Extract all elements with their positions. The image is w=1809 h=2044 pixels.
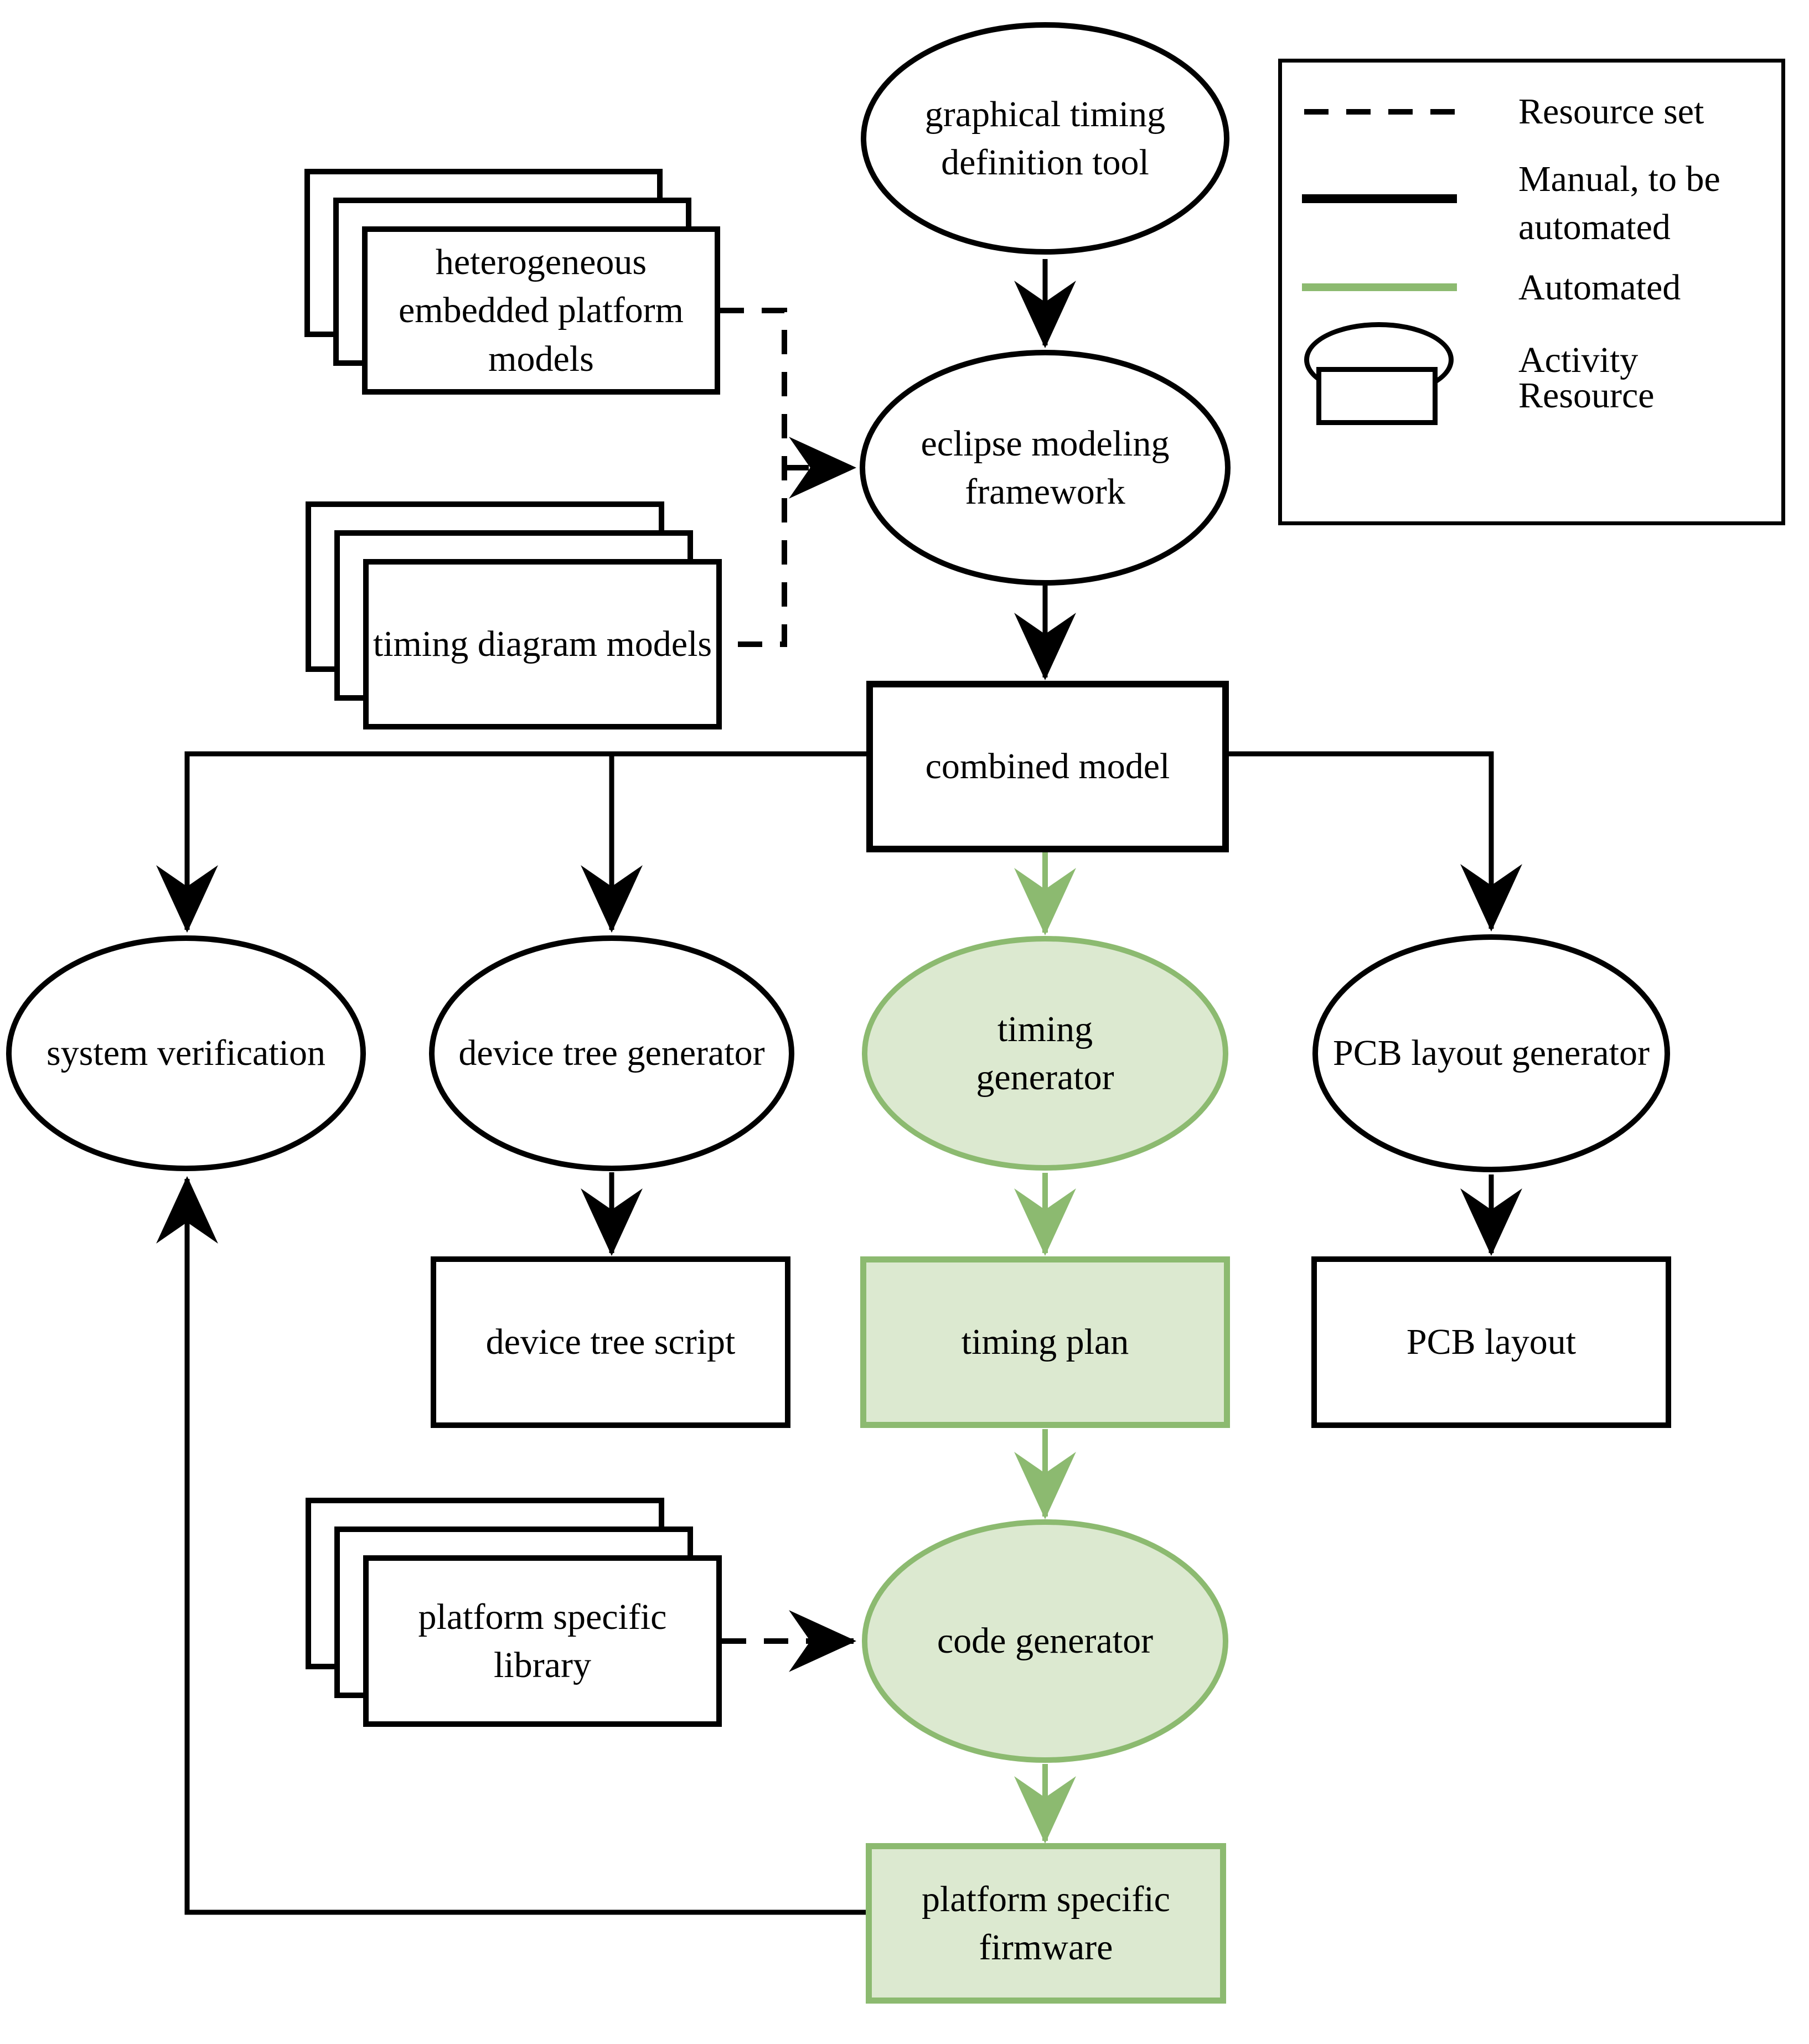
node-label: eclipse modeling framework	[921, 420, 1169, 516]
legend-green-line-sample	[1302, 283, 1457, 291]
node-label: system verification	[46, 1029, 325, 1077]
label-line: timing	[997, 1008, 1093, 1049]
stack-layer-front: timing diagram models	[363, 559, 722, 729]
node-label: timing generator	[976, 1005, 1114, 1101]
label-line: eclipse modeling	[921, 423, 1170, 464]
resource-set-timing-diagram-models: timing diagram models	[306, 501, 722, 729]
label-line: firmware	[979, 1927, 1113, 1968]
legend-resource-rect-sample	[1316, 367, 1438, 425]
label-line: platform specific	[922, 1879, 1170, 1919]
resource-pcb-layout: PCB layout	[1311, 1256, 1671, 1428]
label-line: system verification	[46, 1033, 326, 1074]
label-line: graphical timing	[924, 94, 1166, 134]
legend-solid-line-sample	[1302, 194, 1457, 203]
label-line: heterogeneous	[435, 242, 647, 283]
stack-layer-front: heterogeneous embedded platform models	[362, 226, 720, 395]
resource-device-tree-script: device tree script	[431, 1256, 790, 1428]
node-label: timing diagram models	[373, 620, 712, 668]
activity-code-generator: code generator	[862, 1519, 1228, 1763]
resource-platform-specific-firmware: platform specific firmware	[866, 1843, 1226, 2004]
label-line: PCB layout	[1406, 1322, 1577, 1363]
label-line: generator	[976, 1057, 1114, 1098]
node-label: device tree generator	[458, 1029, 764, 1077]
node-label: code generator	[937, 1617, 1153, 1665]
resource-set-heterogeneous-embedded-platform-models: heterogeneous embedded platform models	[304, 169, 721, 395]
resource-combined-model: combined model	[866, 681, 1229, 852]
activity-device-tree-generator: device tree generator	[429, 935, 794, 1171]
activity-eclipse-modeling-framework: eclipse modeling framework	[860, 350, 1231, 586]
legend-label-manual-to-be-automated: Manual, to be automated	[1518, 159, 1720, 248]
label-line: timing diagram models	[373, 624, 712, 665]
node-label: device tree script	[486, 1318, 736, 1366]
node-label: combined model	[926, 742, 1170, 790]
resource-set-platform-specific-library: platform specific library	[306, 1498, 722, 1727]
legend-label-resource: Resource	[1518, 375, 1655, 416]
node-label: graphical timing definition tool	[925, 90, 1165, 187]
label-line: PCB layout generator	[1333, 1033, 1650, 1074]
activity-timing-generator: timing generator	[862, 936, 1228, 1171]
activity-system-verification: system verification	[6, 935, 366, 1171]
activity-graphical-timing-definition-tool: graphical timing definition tool	[861, 22, 1229, 255]
node-label: heterogeneous embedded platform models	[399, 238, 684, 382]
stack-layer-front: platform specific library	[363, 1555, 722, 1727]
label-line: models	[488, 338, 594, 379]
legend-label-automated: Automated	[1518, 267, 1681, 308]
label-line: combined model	[925, 746, 1170, 787]
label-line: device tree generator	[458, 1033, 765, 1074]
legend-label-activity: Activity	[1518, 340, 1639, 380]
label-line: definition tool	[941, 142, 1149, 183]
resource-timing-plan: timing plan	[860, 1256, 1230, 1428]
label-line: timing plan	[961, 1322, 1129, 1363]
label-line: platform specific library	[418, 1596, 667, 1685]
label-line: device tree script	[485, 1322, 736, 1363]
legend-label-resource-set: Resource set	[1518, 91, 1704, 132]
legend-dashed-line-sample	[1304, 109, 1455, 115]
node-label: PCB layout generator	[1333, 1029, 1650, 1077]
node-label: platform specific library	[369, 1593, 716, 1689]
legend	[1278, 59, 1785, 525]
node-label: timing plan	[962, 1318, 1129, 1366]
node-label: PCB layout	[1407, 1318, 1576, 1366]
label-line: embedded platform	[399, 290, 684, 331]
label-line: code generator	[937, 1621, 1154, 1662]
label-line: framework	[965, 472, 1125, 512]
node-label: platform specific firmware	[922, 1875, 1170, 1971]
activity-pcb-layout-generator: PCB layout generator	[1312, 934, 1670, 1172]
